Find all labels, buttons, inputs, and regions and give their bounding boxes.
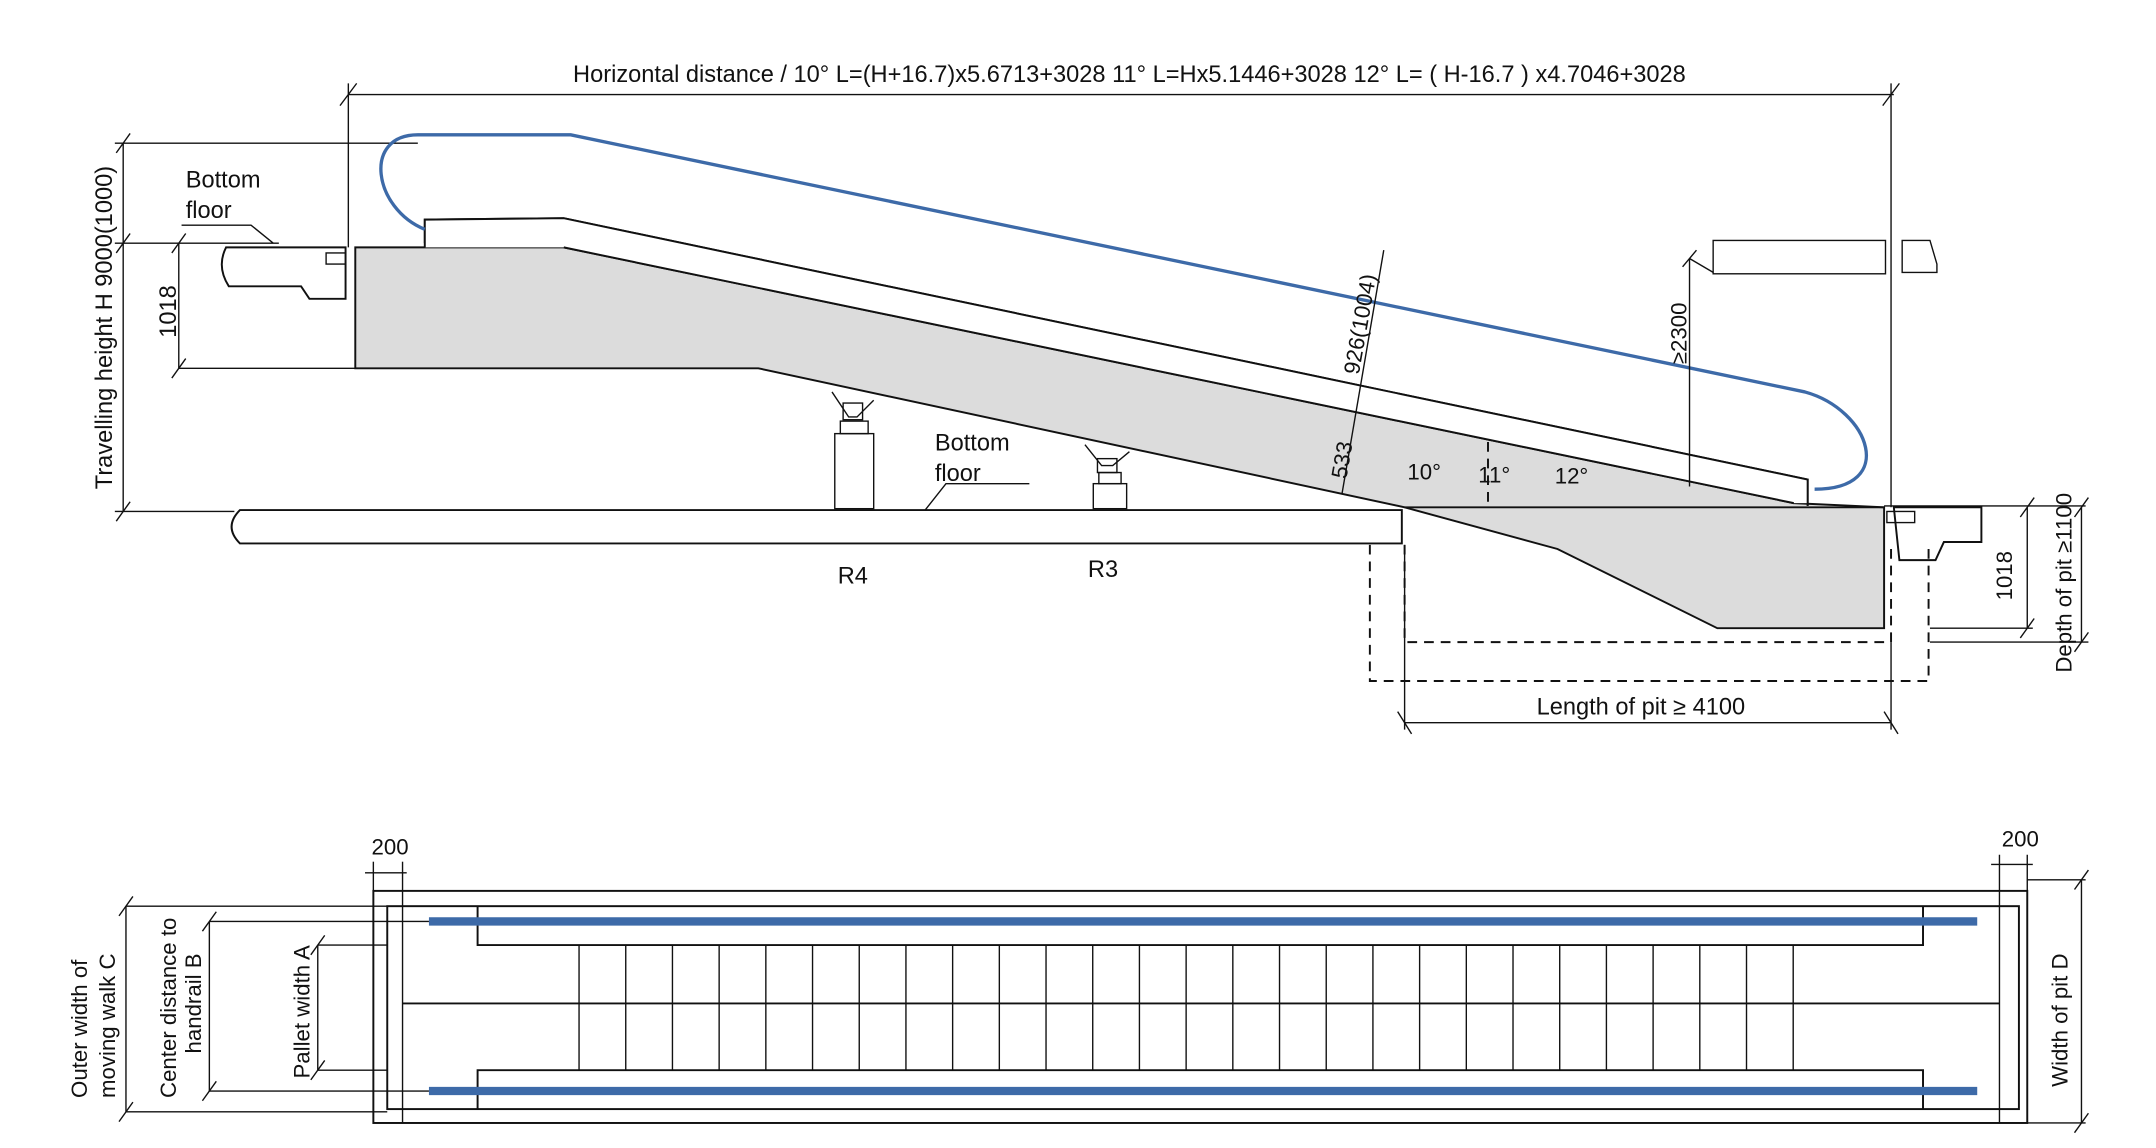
angle-11-label: 11° bbox=[1478, 462, 1510, 487]
side-view: Horizontal distance / 10° L=(H+16.7)x5.6… bbox=[92, 62, 2089, 735]
upper-landing-height: 1018 bbox=[156, 285, 182, 338]
left-clearance-label: 200 bbox=[371, 835, 408, 860]
truss-body bbox=[354, 246, 1886, 630]
lower-floor-label-2: floor bbox=[935, 461, 981, 487]
support-r3-label: R3 bbox=[1088, 557, 1118, 583]
support-r3 bbox=[1084, 444, 1130, 510]
support-r4-label: R4 bbox=[838, 564, 868, 590]
handrail-center-label: Center distance to bbox=[156, 918, 181, 1098]
pit-outline bbox=[1368, 544, 1930, 682]
lower-floor-label: Bottom bbox=[935, 430, 1010, 456]
lower-floor-slab bbox=[230, 509, 1403, 545]
clearance-height-label: ≥2300 bbox=[1667, 303, 1692, 365]
travelling-height-label: Travelling height H 9000(1000) bbox=[92, 166, 118, 489]
upper-floor-label-2: floor bbox=[186, 198, 232, 224]
upper-floor-label: Bottom bbox=[186, 168, 261, 194]
right-clearance-label: 200 bbox=[2002, 826, 2039, 851]
handrail-height-label: 926(1004) bbox=[1339, 272, 1381, 376]
horizontal-distance-label: Horizontal distance / 10° L=(H+16.7)x5.6… bbox=[573, 62, 1686, 88]
support-r4 bbox=[831, 391, 875, 510]
handrail bbox=[379, 133, 1869, 491]
plan-view: 200 200 Outer width of moving walk C Cen… bbox=[67, 826, 2089, 1134]
moving-walk-outline bbox=[386, 905, 2020, 1111]
angle-10-label: 10° bbox=[1407, 459, 1441, 484]
pit-width-label: Width of pit D bbox=[2048, 953, 2073, 1086]
pit-outline-plan bbox=[372, 889, 2029, 1124]
pit-length-label: Length of pit ≥ 4100 bbox=[1537, 694, 1746, 720]
angle-12-label: 12° bbox=[1555, 464, 1589, 489]
outer-width-label: Outer width of bbox=[67, 959, 92, 1098]
handrail-center-label-2: handrail B bbox=[181, 953, 206, 1053]
outer-width-label-2: moving walk C bbox=[95, 953, 120, 1097]
pit-depth-label: Depth of pit ≥1100 bbox=[2052, 493, 2077, 673]
ceiling-beam bbox=[1712, 239, 1887, 275]
pallet-lines bbox=[578, 945, 1794, 1071]
upper-floor-slab bbox=[220, 246, 347, 300]
pallet-width-label: Pallet width A bbox=[289, 945, 314, 1079]
upper-landing-slab-right bbox=[1892, 506, 1983, 562]
pit-landing-height: 1018 bbox=[1992, 551, 2017, 600]
